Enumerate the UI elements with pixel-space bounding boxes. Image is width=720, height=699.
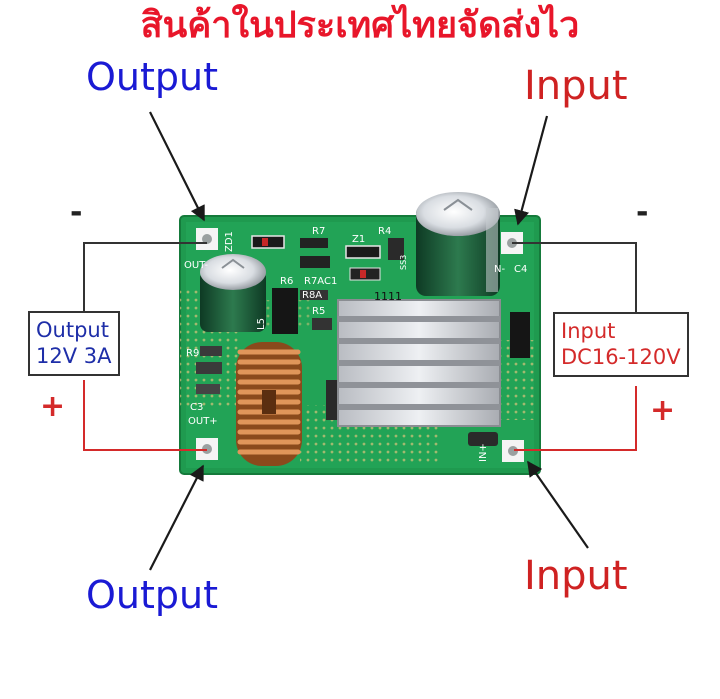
output-label-top: Output: [86, 55, 218, 99]
silk-c4: C4: [514, 264, 527, 275]
heatsink: [337, 299, 501, 427]
output-label-bottom: Output: [86, 573, 218, 617]
input-spec-line1: Input: [561, 319, 616, 343]
silk-ss3: SS3: [399, 255, 408, 270]
input-label-bottom: Input: [524, 553, 628, 599]
positive-sign-right: +: [650, 393, 676, 428]
silk-r8a: R8A: [302, 290, 322, 301]
silk-out-plus: OUT+: [188, 416, 218, 427]
thai-banner-title: สินค้าในประเทศไทยจัดส่งไว: [140, 5, 580, 46]
negative-sign-right: -: [636, 195, 649, 230]
silk-r4: R4: [378, 226, 391, 237]
output-spec-line2: 12V 3A: [36, 344, 112, 369]
silk-r7ac1: R7AC1: [304, 276, 337, 287]
output-spec-line1: Output: [36, 318, 109, 342]
silk-r6: R6: [280, 276, 293, 287]
silk-r7: R7: [312, 226, 325, 237]
silk-in-plus: IN+: [478, 443, 489, 462]
silk-c3: C3: [190, 402, 203, 413]
capacitor-right: [416, 192, 500, 296]
output-spec-box: Output 12V 3A: [28, 311, 120, 376]
silk-n-minus: N-: [494, 264, 505, 275]
silk-out-minus: OUT-: [184, 260, 208, 271]
smd-components: [196, 235, 530, 446]
pointer-arrows: [149, 111, 589, 571]
negative-sign-left: -: [70, 195, 83, 230]
silk-1111: 1111: [374, 290, 402, 303]
silk-r9: R9: [186, 348, 199, 359]
capacitor-left: [200, 254, 266, 332]
silk-l5: L5: [256, 318, 267, 330]
wiring: [83, 242, 637, 451]
input-label-top: Input: [524, 63, 628, 109]
silk-r5: R5: [312, 306, 325, 317]
inductor-coil: [236, 342, 302, 466]
silkscreen: OUT- OUT+ IN+ N- C4 ZD1 R7 Z1 R4 R6 R7AC…: [184, 226, 527, 462]
positive-sign-left: +: [40, 389, 66, 424]
input-spec-box: Input DC16-120V: [553, 312, 689, 377]
input-spec-line2: DC16-120V: [561, 345, 681, 370]
silk-z1: Z1: [352, 234, 365, 245]
silk-zd1: ZD1: [224, 231, 235, 252]
